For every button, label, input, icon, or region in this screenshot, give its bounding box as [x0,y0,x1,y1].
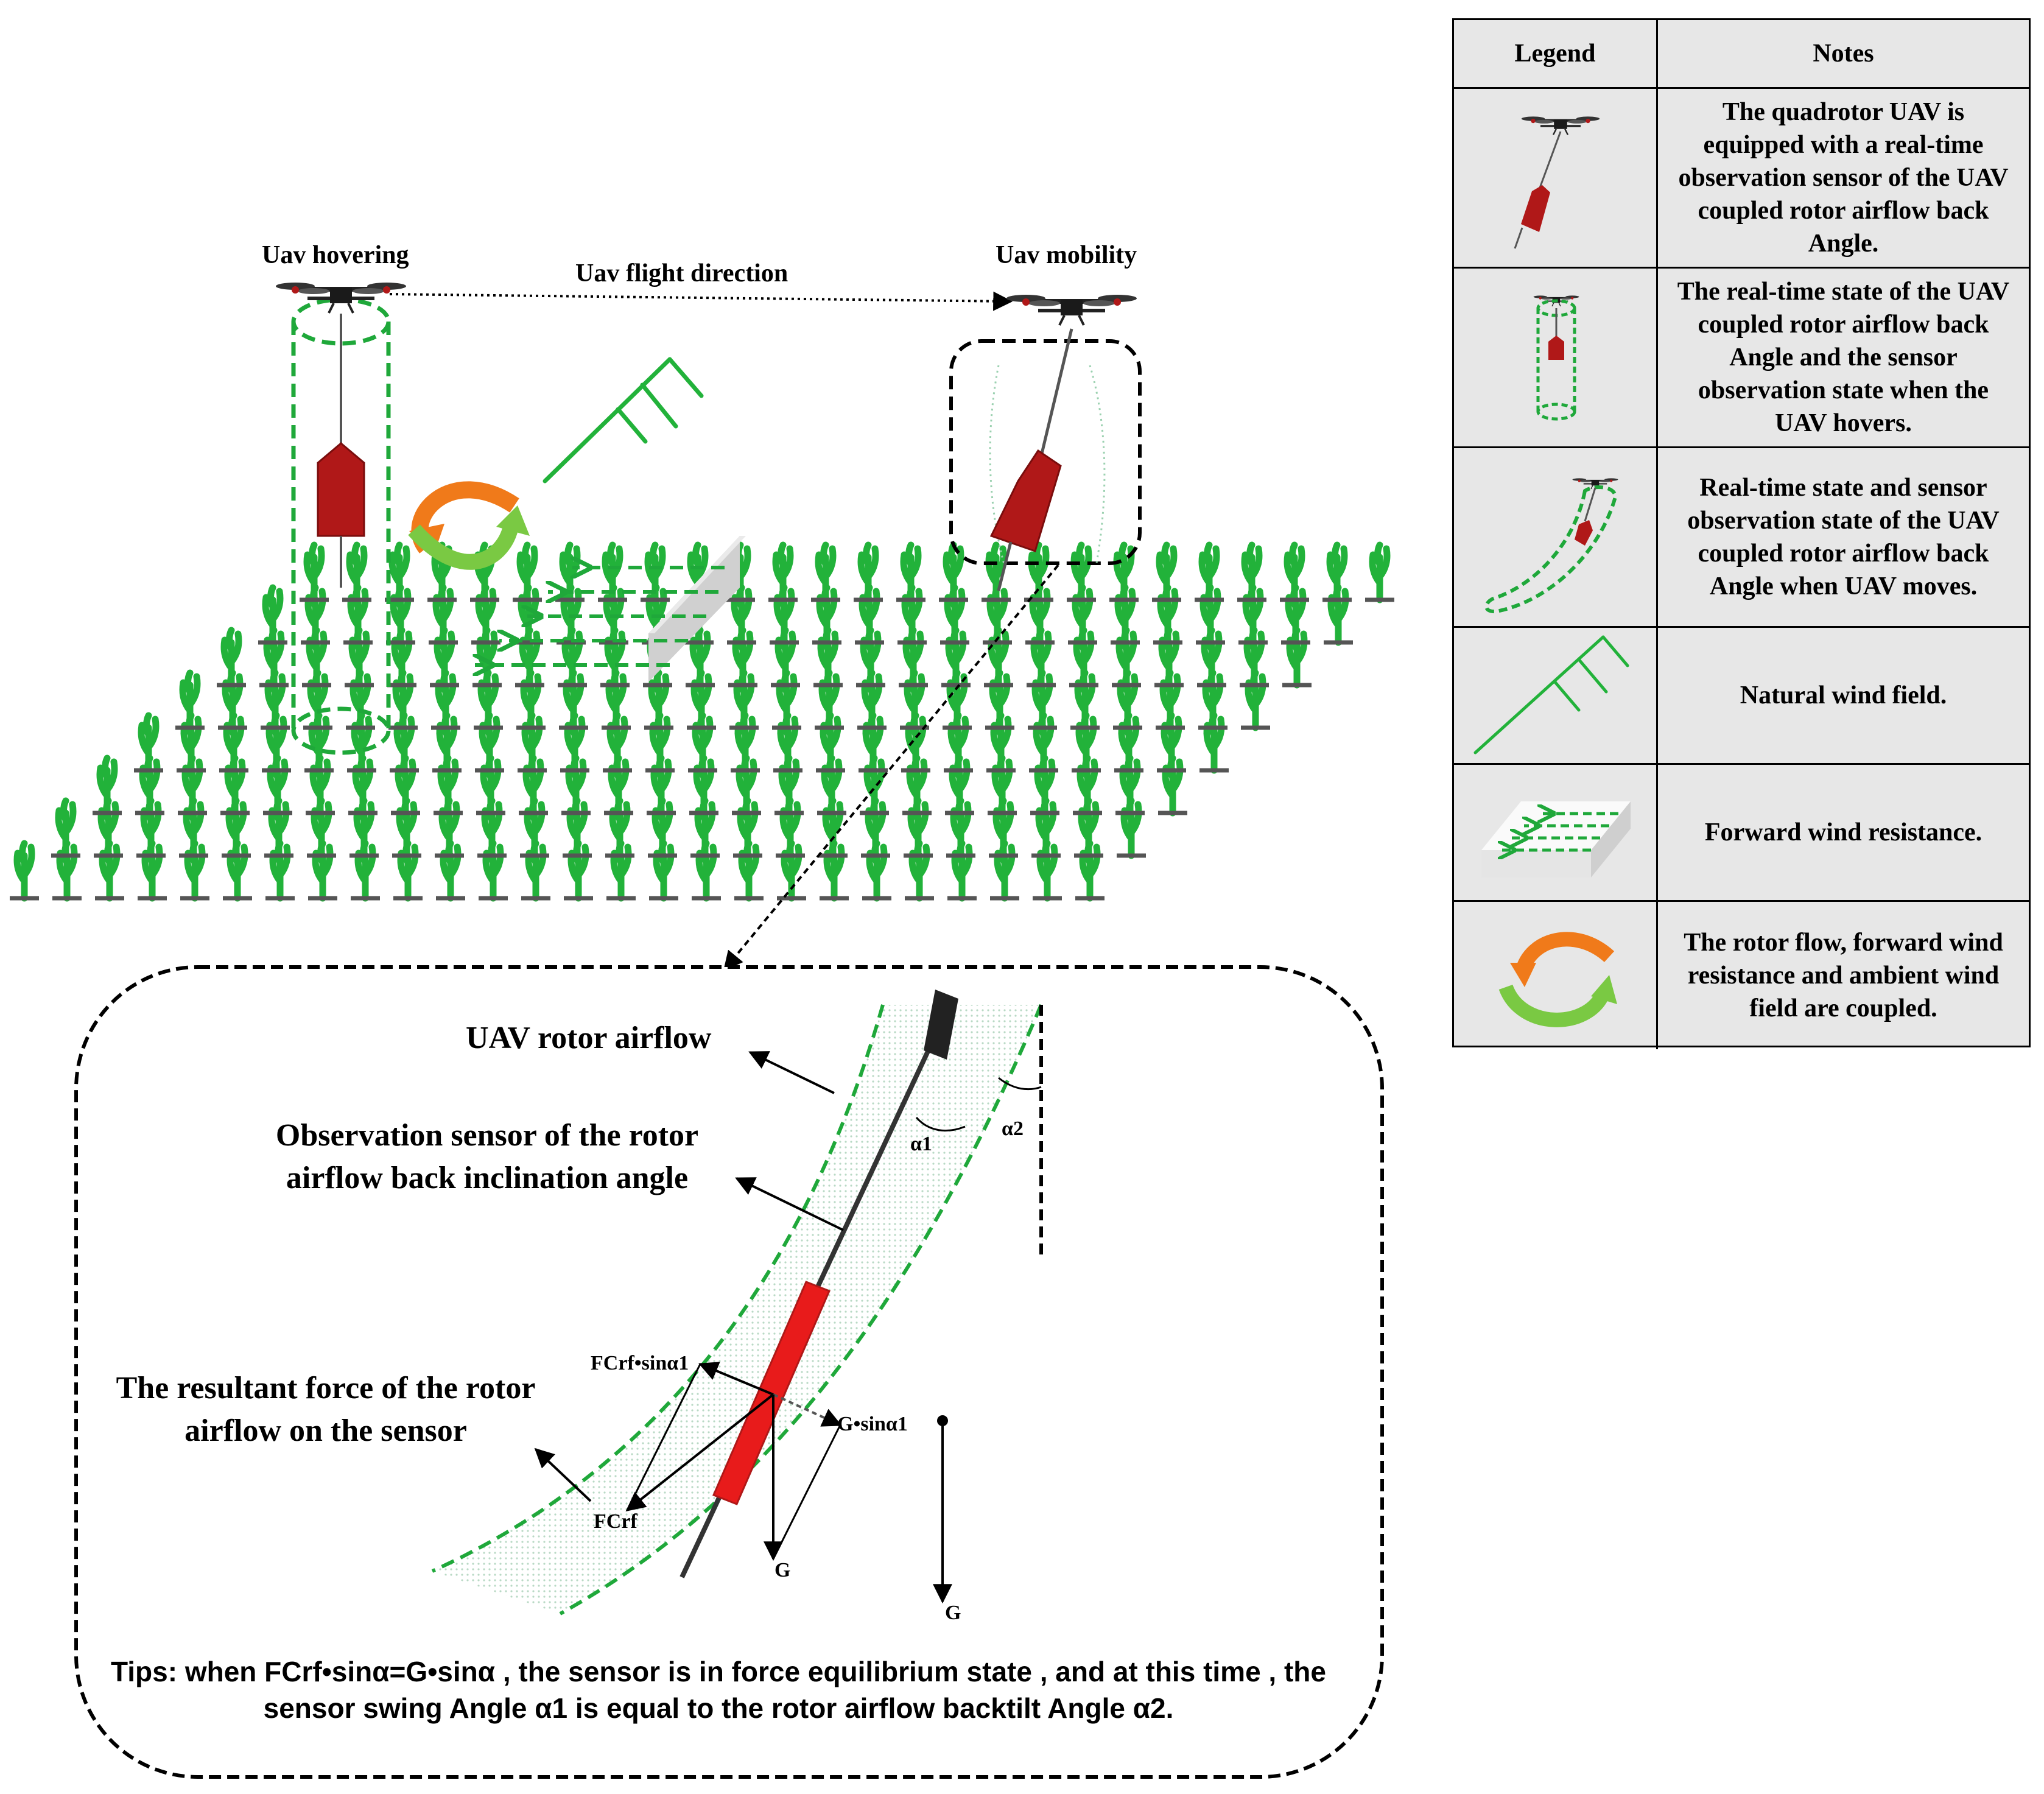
label-alpha2: α2 [1002,1117,1024,1140]
legend-row: Real-time state and sensor observation s… [1454,446,2029,626]
legend-table: Legend Notes The quadrotor UAV is equipp… [1452,18,2031,1049]
flight-direction-arrow [389,291,1013,311]
label-g-inner: G [774,1559,791,1581]
crop-row-6 [217,630,1312,685]
crop-row-8 [300,545,1394,600]
hover-sensor [317,442,365,537]
legend-header-legend: Legend [1454,20,1658,87]
wind-barb-icon [543,357,704,484]
legend-header: Legend Notes [1454,20,2029,87]
legend-row: The quadrotor UAV is equipped with a rea… [1454,87,2029,267]
coupling-arrows-icon [408,481,530,570]
crop-row-7 [258,588,1353,642]
wind-resistance-block-icon [1481,801,1631,878]
label-rotor-airflow: UAV rotor airflow [466,1021,712,1055]
airflow-region [432,1005,1041,1614]
label-alpha1: α1 [910,1133,932,1155]
label-g-outer: G [945,1602,961,1624]
legend-row: The real-time state of the UAV coupled r… [1454,267,2029,446]
label-g-sin: G•sinα1 [837,1413,908,1435]
crop-row-3 [93,758,1187,813]
moving-airflow-curve-icon [1484,477,1619,614]
legend-row: Forward wind resistance. [1454,763,2029,900]
legend-row: The rotor flow, forward wind resistance … [1454,900,2029,1049]
hovering-uav [276,283,406,755]
label-fcrf-sin: FCrf•sinα1 [591,1352,689,1374]
detail-panel [74,965,1384,1779]
label-uav-hovering: Uav hovering [262,241,409,269]
label-flight-direction: Uav flight direction [575,259,788,287]
label-resultant-force: The resultant force of the rotor airflow… [116,1371,536,1448]
tips-text: Tips: when FCrf•sinα=G•sinα , the sensor… [111,1656,1326,1724]
moving-uav [949,295,1142,591]
wind-barb-icon [1473,635,1629,755]
moving-sensor [989,449,1062,552]
uav-with-sensor-icon [1514,89,1658,249]
crop-row-2 [51,801,1146,856]
crop-row-5 [175,673,1270,728]
wind-resistance-block-icon [475,536,746,682]
crop-row-1 [10,843,1105,898]
label-fcrf: FCrf [594,1510,637,1533]
legend-header-notes: Notes [1813,40,1874,68]
hover-airflow-cylinder-icon [1533,294,1580,421]
label-observation-sensor: Observation sensor of the rotor airflow … [275,1118,699,1195]
coupling-arrows-icon [1498,932,1617,1027]
detail-leader-arrow [723,564,1059,971]
label-uav-mobility: Uav mobility [996,241,1137,269]
legend-row: Natural wind field. [1454,626,2029,763]
crop-row-4 [134,716,1229,770]
